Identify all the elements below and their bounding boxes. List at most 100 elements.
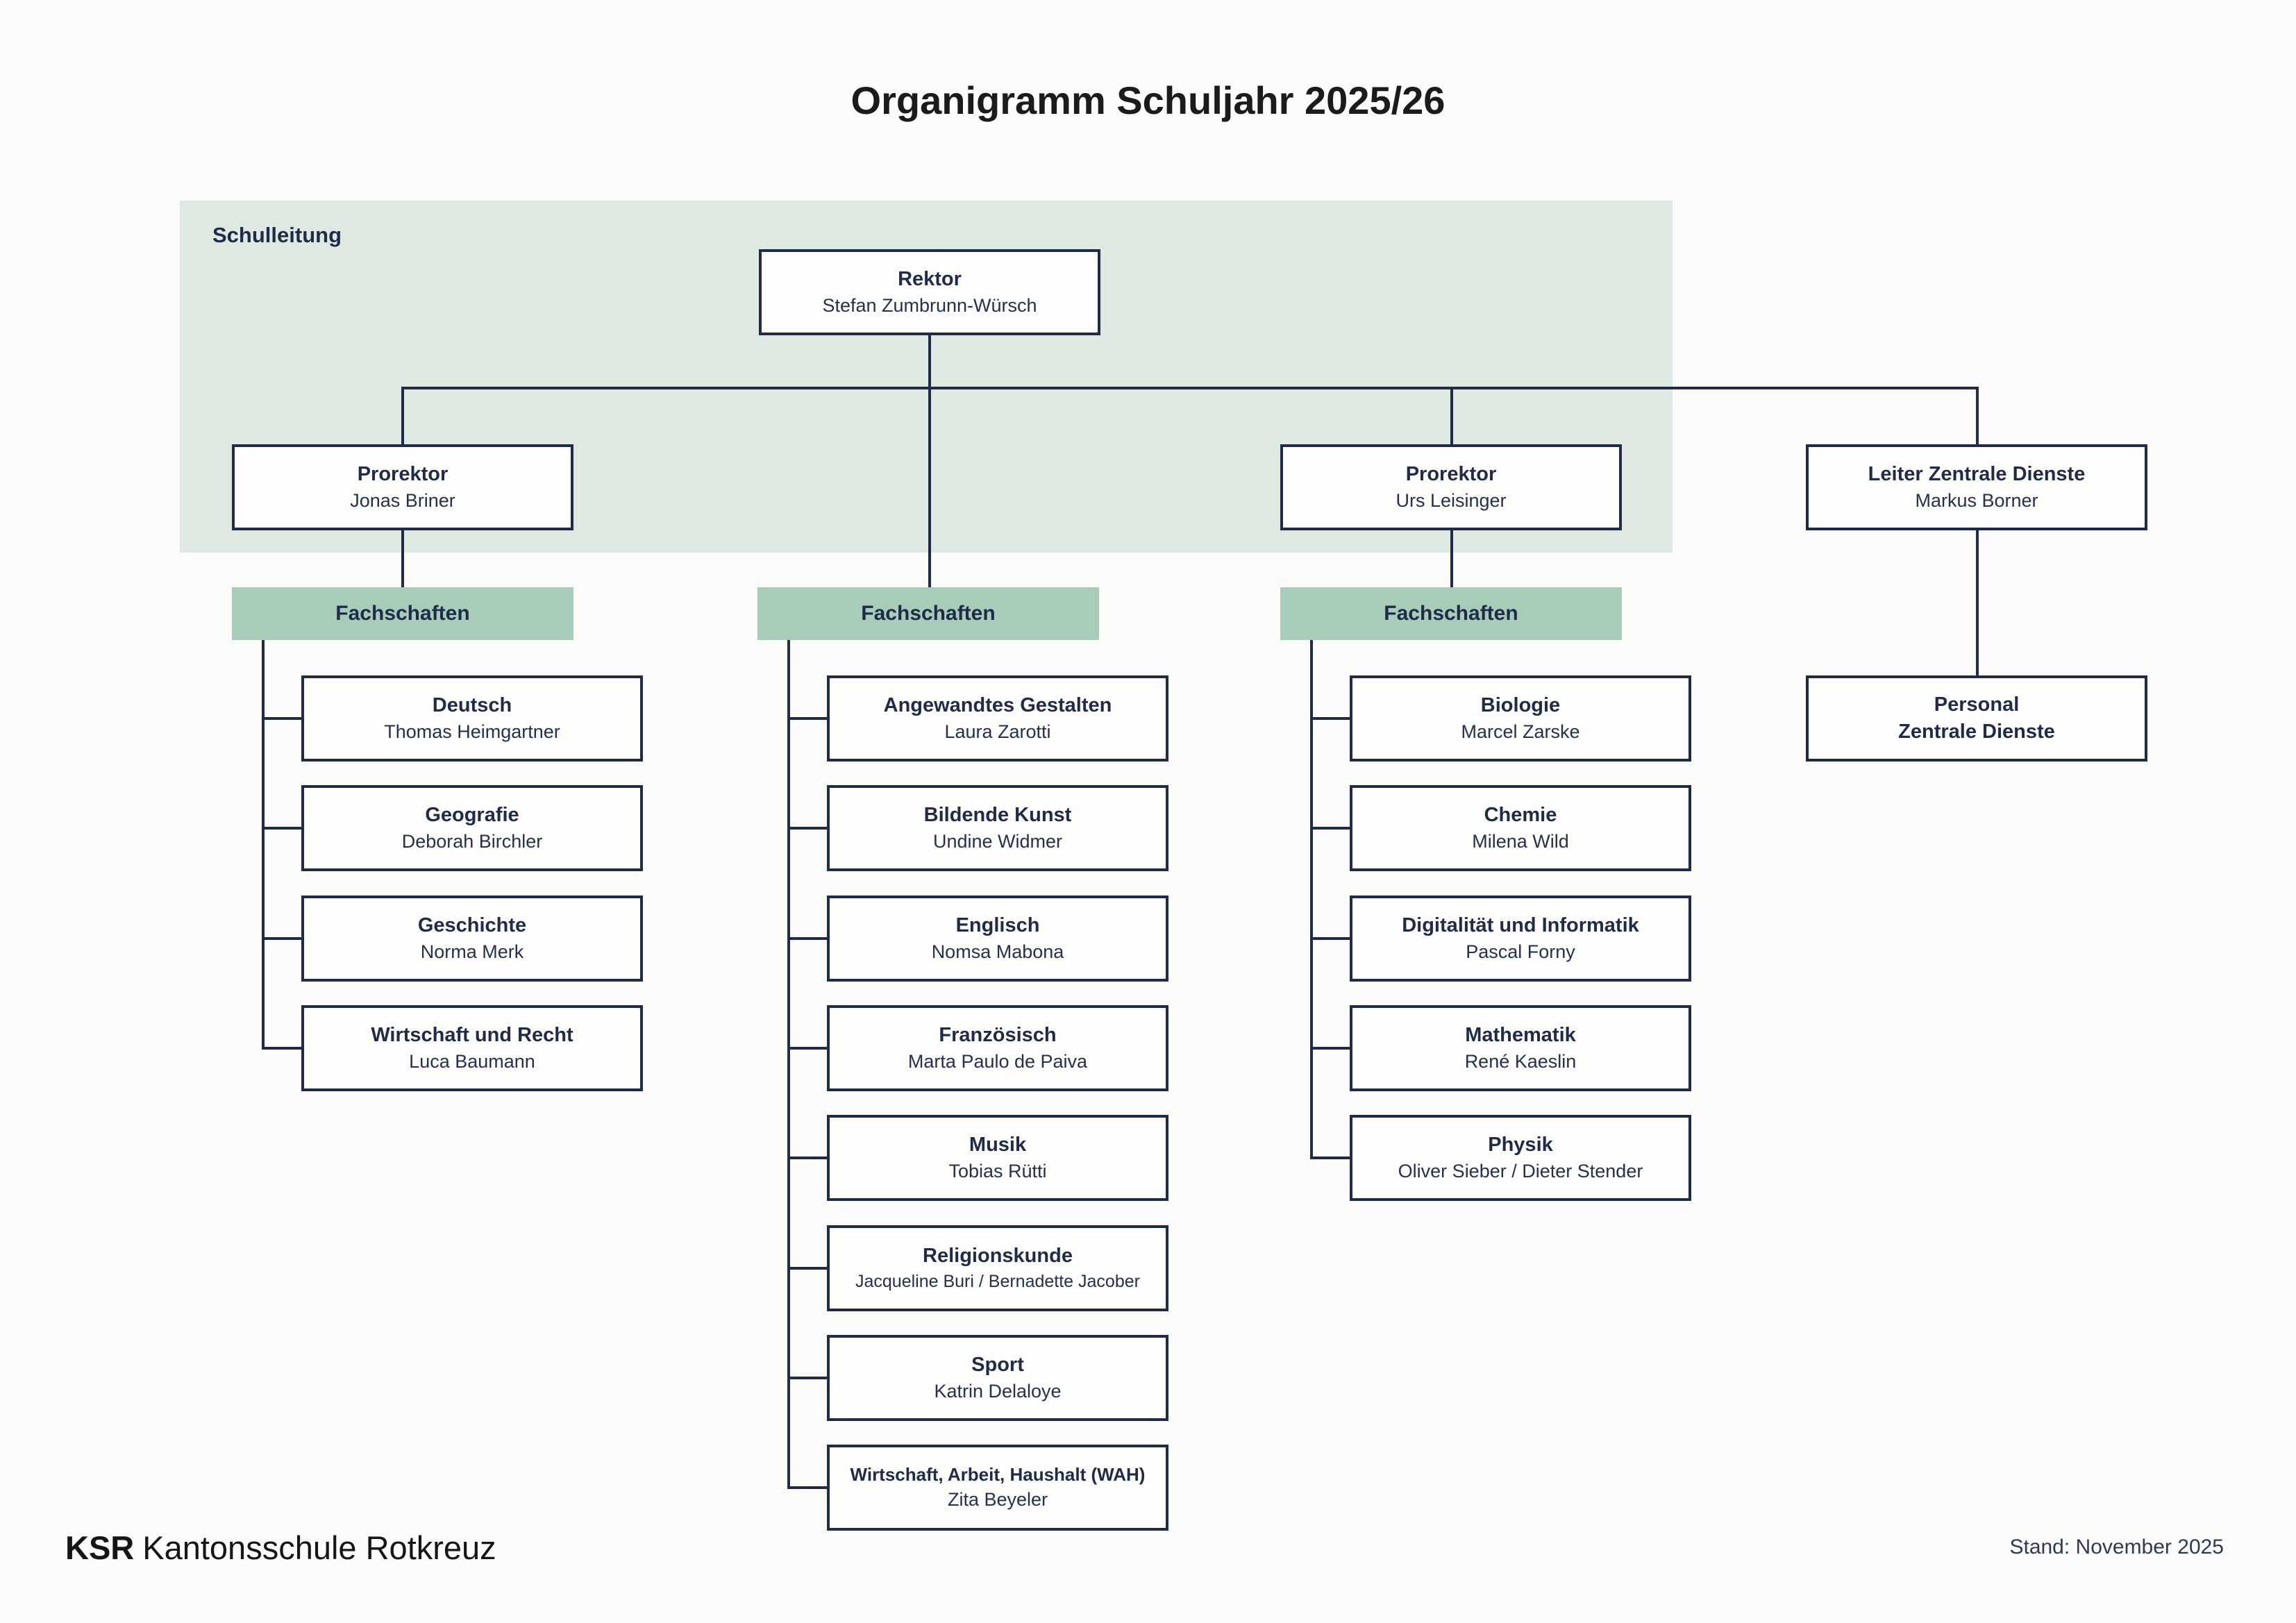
dept-box-wirtschaft-und-recht: Wirtschaft und Recht Luca Baumann xyxy=(301,1005,643,1091)
dept-subject: Physik xyxy=(1488,1134,1553,1157)
fachschaften-header-left: Fachschaften xyxy=(232,587,573,640)
dept-head-name: Norma Merk xyxy=(420,941,524,962)
role-title: Prorektor xyxy=(357,463,449,486)
dept-head-name: René Kaeslin xyxy=(1464,1050,1577,1072)
dept-head-name: Luca Baumann xyxy=(409,1050,535,1072)
dept-box-religionskunde: Religionskunde Jacqueline Buri / Bernade… xyxy=(827,1225,1168,1311)
dept-head-name: Oliver Sieber / Dieter Stender xyxy=(1398,1160,1643,1181)
dept-box-angewandtes-gestalten: Angewandtes Gestalten Laura Zarotti xyxy=(827,675,1168,762)
connector xyxy=(787,1157,827,1159)
connector xyxy=(1976,387,1979,444)
fachschaften-header-right: Fachschaften xyxy=(1280,587,1622,640)
dept-subject: Geografie xyxy=(425,804,519,827)
connector xyxy=(787,1047,827,1050)
leiter-zentrale-dienste-box: Leiter Zentrale Dienste Markus Borner xyxy=(1806,444,2147,530)
connector xyxy=(787,1486,827,1489)
connector xyxy=(262,637,265,1050)
dept-box-musik: Musik Tobias Rütti xyxy=(827,1115,1168,1201)
dept-subject: Angewandtes Gestalten xyxy=(883,694,1112,717)
connector xyxy=(401,528,404,587)
rektor-box: Rektor Stefan Zumbrunn-Würsch xyxy=(759,249,1100,335)
connector xyxy=(1976,528,1979,675)
connector xyxy=(1310,937,1350,940)
dept-box-digitalitaet-und-informatik: Digitalität und Informatik Pascal Forny xyxy=(1350,895,1691,982)
dept-subject: Wirtschaft und Recht xyxy=(371,1024,573,1047)
dept-subject: Englisch xyxy=(955,914,1040,937)
dept-subject: Digitalität und Informatik xyxy=(1402,914,1639,937)
dept-box-englisch: Englisch Nomsa Mabona xyxy=(827,895,1168,982)
connector xyxy=(1310,717,1350,720)
stand-note: Stand: November 2025 xyxy=(2009,1536,2224,1558)
connector xyxy=(401,387,1979,389)
brand-name: Kantonsschule Rotkreuz xyxy=(142,1529,496,1566)
connector xyxy=(787,1377,827,1379)
person-name: Urs Leisinger xyxy=(1396,489,1507,511)
dept-box-biologie: Biologie Marcel Zarske xyxy=(1350,675,1691,762)
dept-subject: Deutsch xyxy=(432,694,512,717)
person-name: Markus Borner xyxy=(1915,489,2038,511)
dept-head-name: Milena Wild xyxy=(1472,830,1569,852)
connector xyxy=(787,637,790,1489)
dept-subject: Bildende Kunst xyxy=(923,804,1072,827)
dept-subject: Französisch xyxy=(939,1024,1057,1047)
dept-subject: Wirtschaft, Arbeit, Haushalt (WAH) xyxy=(850,1464,1146,1486)
prorektor-right-box: Prorektor Urs Leisinger xyxy=(1280,444,1622,530)
role-title: Rektor xyxy=(898,268,962,291)
dept-box-bildende-kunst: Bildende Kunst Undine Widmer xyxy=(827,785,1168,871)
dept-subject: Mathematik xyxy=(1465,1024,1576,1047)
connector xyxy=(262,937,301,940)
dept-head-name: Laura Zarotti xyxy=(944,721,1051,742)
dept-box-franzoesisch: Französisch Marta Paulo de Paiva xyxy=(827,1005,1168,1091)
connector xyxy=(1450,387,1453,444)
connector xyxy=(787,937,827,940)
dept-head-name: Pascal Forny xyxy=(1466,941,1575,962)
connector xyxy=(401,387,404,444)
dept-box-wirtschaft-arbeit-haushalt-wah: Wirtschaft, Arbeit, Haushalt (WAH) Zita … xyxy=(827,1445,1168,1531)
connector xyxy=(787,827,827,830)
role-title: Prorektor xyxy=(1405,463,1497,486)
role-title: Leiter Zentrale Dienste xyxy=(1868,463,2086,486)
dept-subject: Chemie xyxy=(1484,804,1557,827)
connector xyxy=(1310,1047,1350,1050)
connector xyxy=(262,827,301,830)
personal-line2: Zentrale Dienste xyxy=(1898,720,2055,743)
dept-subject: Religionskunde xyxy=(923,1245,1073,1268)
dept-subject: Sport xyxy=(971,1354,1024,1377)
connector xyxy=(1450,528,1453,587)
connector xyxy=(1310,827,1350,830)
connector xyxy=(787,717,827,720)
dept-head-name: Deborah Birchler xyxy=(401,830,543,852)
dept-subject: Musik xyxy=(969,1134,1027,1157)
dept-box-physik: Physik Oliver Sieber / Dieter Stender xyxy=(1350,1115,1691,1201)
dept-head-name: Katrin Delaloye xyxy=(934,1380,1062,1402)
dept-head-name: Thomas Heimgartner xyxy=(384,721,560,742)
person-name: Jonas Briner xyxy=(350,489,455,511)
dept-box-geschichte: Geschichte Norma Merk xyxy=(301,895,643,982)
dept-subject: Biologie xyxy=(1480,694,1561,717)
connector xyxy=(928,335,931,587)
connector xyxy=(1310,637,1313,1159)
dept-head-name: Nomsa Mabona xyxy=(931,941,1064,962)
dept-head-name: Tobias Rütti xyxy=(948,1160,1047,1181)
dept-box-sport: Sport Katrin Delaloye xyxy=(827,1335,1168,1421)
schulleitung-label: Schulleitung xyxy=(212,223,342,247)
brand-abbr: KSR xyxy=(65,1529,135,1566)
dept-head-name: Marcel Zarske xyxy=(1461,721,1580,742)
prorektor-left-box: Prorektor Jonas Briner xyxy=(232,444,573,530)
dept-head-name: Jacqueline Buri / Bernadette Jacober xyxy=(855,1271,1140,1291)
dept-head-name: Zita Beyeler xyxy=(947,1488,1048,1510)
dept-box-geografie: Geografie Deborah Birchler xyxy=(301,785,643,871)
dept-subject: Geschichte xyxy=(417,914,527,937)
dept-head-name: Undine Widmer xyxy=(932,830,1063,852)
connector xyxy=(262,1047,301,1050)
dept-box-chemie: Chemie Milena Wild xyxy=(1350,785,1691,871)
connector xyxy=(1310,1157,1350,1159)
dept-box-deutsch: Deutsch Thomas Heimgartner xyxy=(301,675,643,762)
fachschaften-header-middle: Fachschaften xyxy=(757,587,1099,640)
personal-line1: Personal xyxy=(1934,693,2020,716)
person-name: Stefan Zumbrunn-Würsch xyxy=(822,294,1037,316)
page-title: Organigramm Schuljahr 2025/26 xyxy=(850,78,1446,122)
connector xyxy=(787,1267,827,1270)
